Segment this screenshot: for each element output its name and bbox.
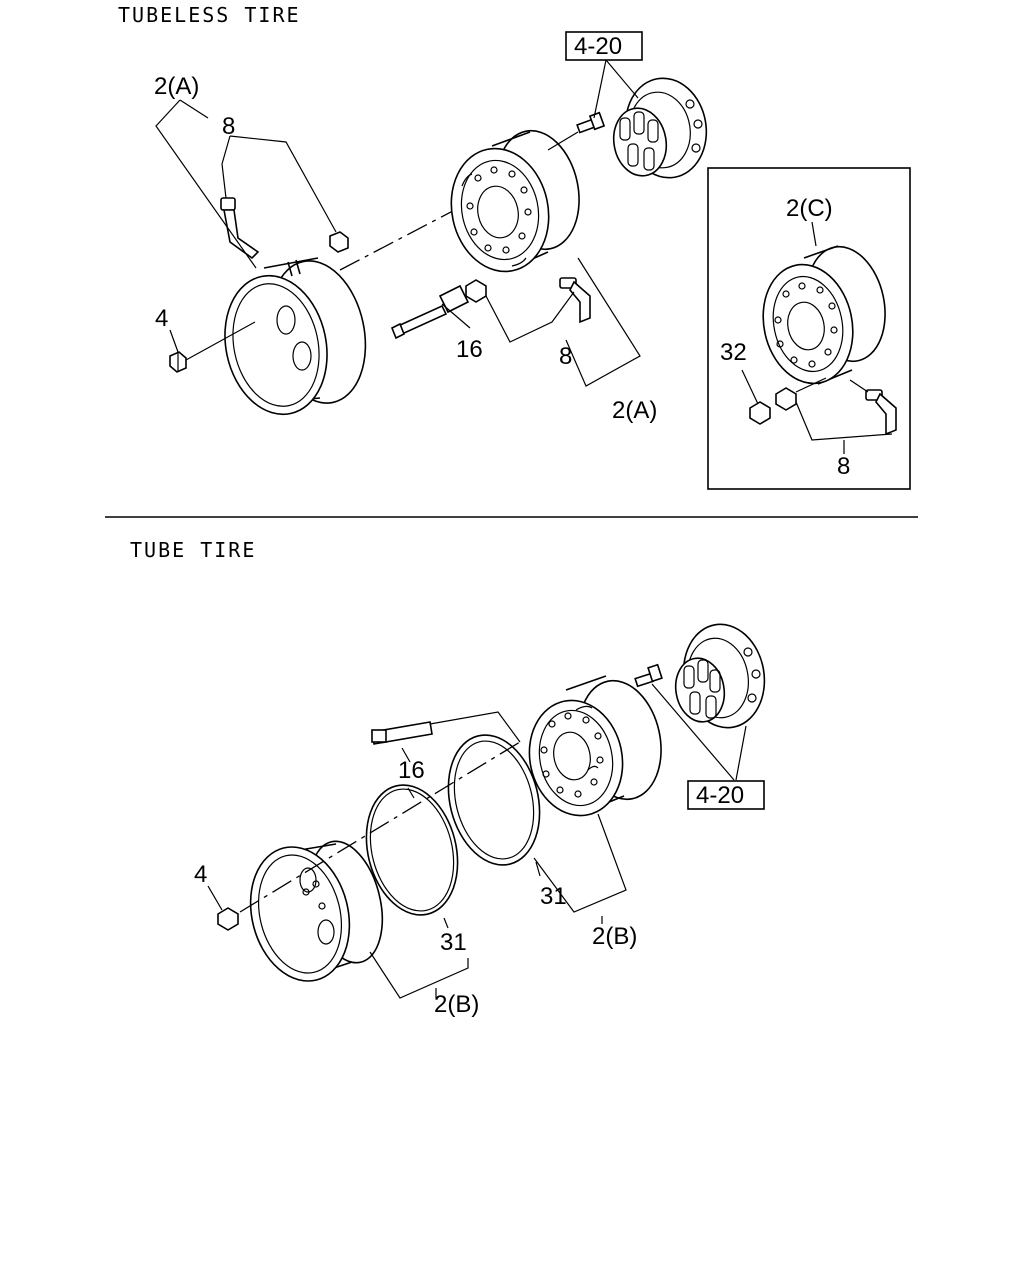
tube-hub-bolt[interactable]	[634, 663, 663, 688]
inset-nut-8[interactable]	[775, 387, 797, 411]
leader-line	[605, 59, 639, 99]
label-16: 16	[456, 336, 483, 363]
leader-line	[185, 321, 256, 361]
axis-line	[339, 201, 471, 271]
ref-box-4-20-top[interactable]: 4-20	[565, 31, 643, 61]
label-31-right: 31	[540, 883, 567, 910]
wheel-nut-4[interactable]	[169, 351, 187, 373]
label-2b-right: 2(B)	[592, 923, 637, 950]
label-4: 4	[155, 305, 168, 332]
leader-line	[593, 59, 607, 119]
hub-assembly-bottom[interactable]	[671, 618, 773, 734]
hub-assembly-top[interactable]	[608, 72, 714, 184]
ref-label: 4-20	[574, 33, 622, 60]
inset-valve-stem[interactable]	[865, 389, 897, 436]
inset-nut-32[interactable]	[749, 401, 771, 425]
tube-inner-rim[interactable]	[237, 834, 394, 992]
label-2c: 2(C)	[786, 195, 833, 222]
hub-bolt[interactable]	[576, 111, 606, 134]
tubeless-tire-title: TUBELESS TIRE	[118, 3, 301, 27]
extension-bolt-16[interactable]	[390, 284, 470, 340]
inset-rim-2c[interactable]	[752, 239, 895, 391]
side-ring-31-left[interactable]	[353, 775, 470, 924]
tube-wheel-nut-4[interactable]	[217, 907, 239, 931]
tube-valve-16[interactable]	[371, 721, 433, 745]
valve-nut-lower[interactable]	[465, 279, 487, 303]
label-8-top: 8	[222, 113, 235, 140]
label-4-tube: 4	[194, 861, 207, 888]
valve-stem-lower[interactable]	[559, 277, 591, 324]
tube-outer-rim[interactable]	[519, 673, 672, 824]
label-32: 32	[720, 339, 747, 366]
tubeless-outer-rim[interactable]	[440, 123, 589, 281]
label-16-tube: 16	[398, 757, 425, 784]
label-8-inset: 8	[837, 453, 850, 480]
tube-tire-title: TUBE TIRE	[130, 538, 256, 562]
tubeless-inner-rim[interactable]	[213, 252, 378, 424]
valve-stem[interactable]	[220, 197, 260, 260]
leader-line	[547, 131, 579, 151]
label-2b-left: 2(B)	[434, 991, 479, 1018]
tubeless-leader-lines	[155, 99, 641, 387]
label-31-left: 31	[440, 929, 467, 956]
label-8-mid: 8	[559, 343, 572, 370]
ref-label: 4-20	[696, 782, 744, 809]
ref-box-4-20-bottom[interactable]: 4-20	[687, 780, 765, 810]
label-2a-bottom: 2(A)	[612, 397, 657, 424]
inset-leader-lines	[741, 221, 893, 454]
tube-leader-lines	[207, 683, 747, 999]
label-2a-top: 2(A)	[154, 73, 199, 100]
valve-nut[interactable]	[329, 231, 349, 253]
flap-31-right[interactable]	[435, 725, 552, 874]
